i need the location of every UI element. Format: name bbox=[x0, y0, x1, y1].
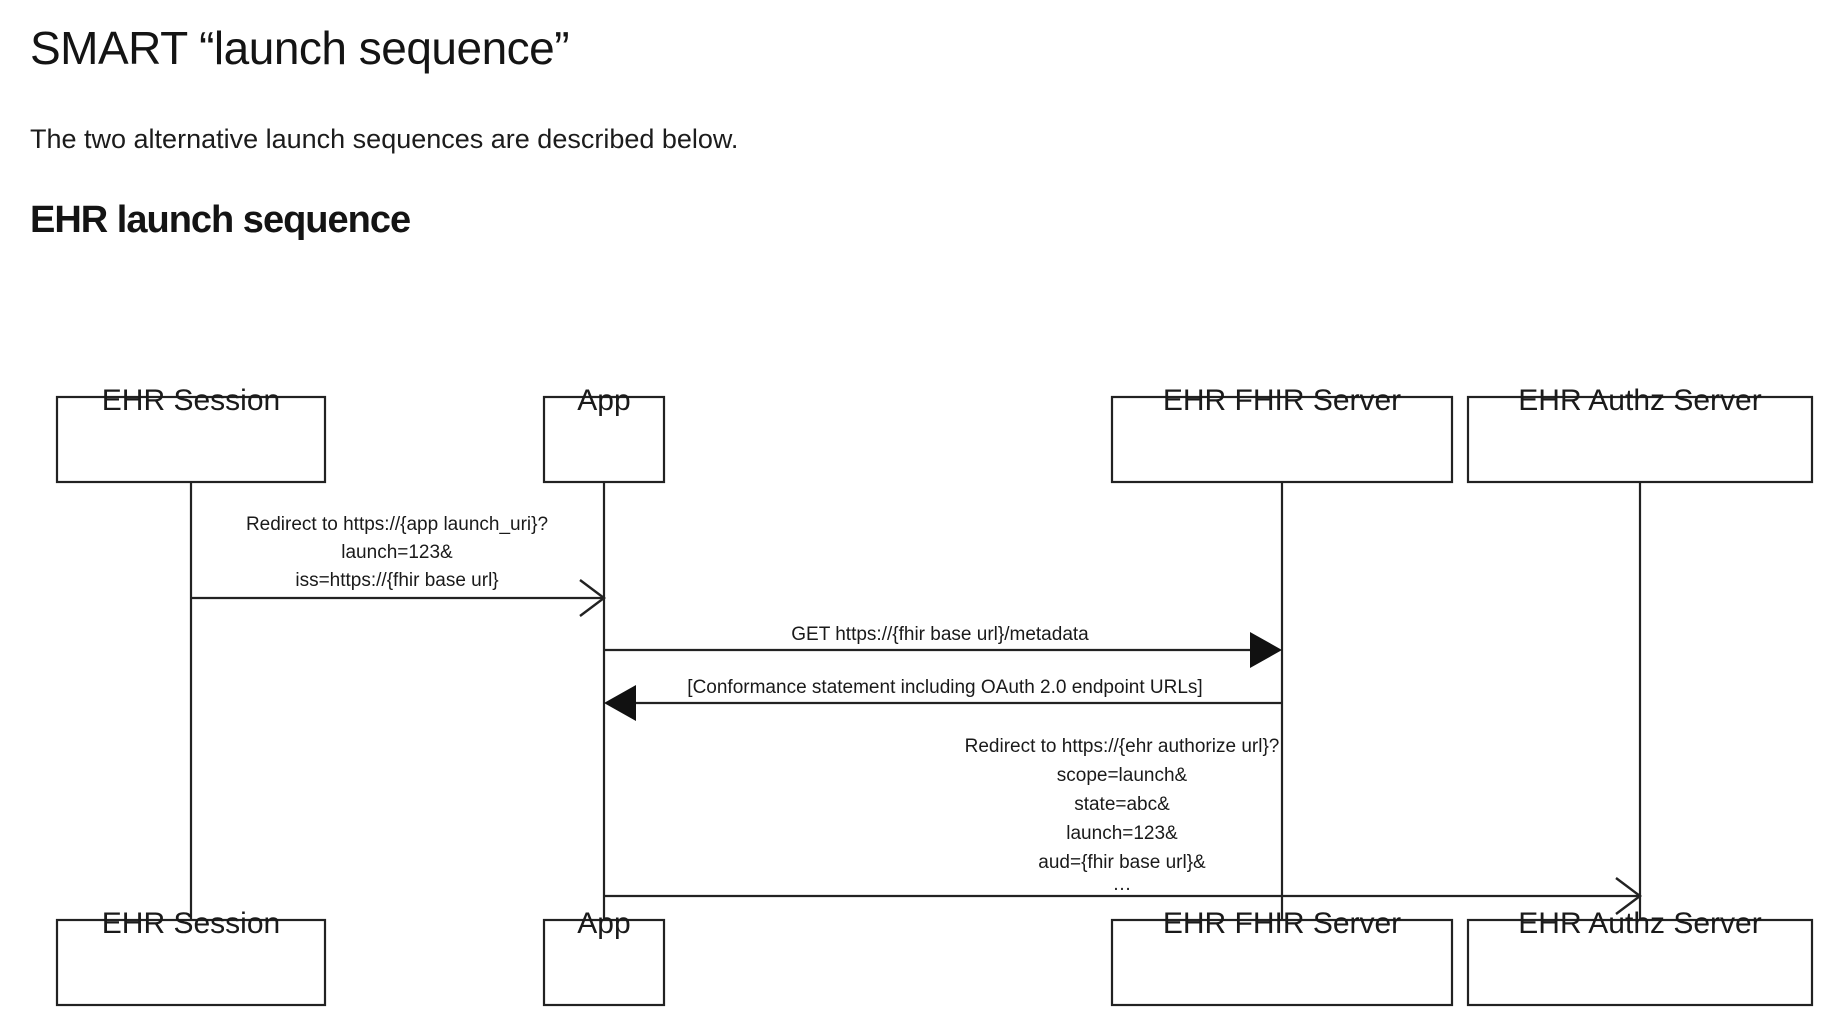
message-4-line-5: aud={fhir base url}& bbox=[1038, 852, 1206, 873]
message-2-app-to-ehr-fhir-server: GET https://{fhir base url}/metadata bbox=[604, 624, 1282, 668]
section-heading-ehr-launch-sequence: EHR launch sequence bbox=[30, 199, 411, 242]
message-4-line-1: Redirect to https://{ehr authorize url}? bbox=[965, 736, 1280, 757]
participant-box-ehr-authz-server-top: EHR Authz Server bbox=[1466, 384, 1814, 484]
arrowhead-solid-right-icon bbox=[1250, 632, 1282, 668]
participant-label-ehr-session-top: EHR Session bbox=[102, 384, 280, 417]
intro-paragraph: The two alternative launch sequences are… bbox=[30, 123, 739, 154]
message-1-line-3: iss=https://{fhir base url} bbox=[295, 570, 498, 591]
arrowhead-open-right-icon bbox=[579, 579, 606, 617]
message-3-ehr-fhir-server-to-app: [Conformance statement including OAuth 2… bbox=[604, 677, 1282, 721]
page-title: SMART “launch sequence” bbox=[30, 22, 570, 74]
arrowhead-open-right-icon-2 bbox=[1615, 877, 1642, 915]
participant-label-app-top: App bbox=[577, 384, 630, 417]
arrowhead-solid-left-icon bbox=[604, 685, 636, 721]
participant-label-ehr-fhir-server-bottom: EHR FHIR Server bbox=[1163, 907, 1401, 940]
participant-label-app-bottom: App bbox=[577, 907, 630, 940]
participant-box-app-bottom: App bbox=[542, 907, 666, 1007]
message-4-app-to-ehr-authz-server: Redirect to https://{ehr authorize url}?… bbox=[604, 736, 1642, 915]
participant-label-ehr-authz-server-bottom: EHR Authz Server bbox=[1518, 907, 1761, 940]
participant-label-ehr-fhir-server-top: EHR FHIR Server bbox=[1163, 384, 1401, 417]
participant-box-app-top: App bbox=[542, 384, 666, 484]
message-2-line-1: GET https://{fhir base url}/metadata bbox=[791, 624, 1089, 645]
participant-box-ehr-fhir-server-bottom: EHR FHIR Server bbox=[1110, 907, 1454, 1007]
document-content: SMART “launch sequence” The two alternat… bbox=[30, 0, 1810, 243]
message-1-ehr-session-to-app: Redirect to https://{app launch_uri}? la… bbox=[191, 514, 606, 617]
participant-box-ehr-authz-server-bottom: EHR Authz Server bbox=[1466, 907, 1814, 1007]
participant-box-ehr-session-top: EHR Session bbox=[55, 384, 327, 484]
participant-box-ehr-session-bottom: EHR Session bbox=[55, 907, 327, 1007]
message-4-line-3: state=abc& bbox=[1074, 794, 1170, 815]
participant-box-ehr-fhir-server-top: EHR FHIR Server bbox=[1110, 384, 1454, 484]
participant-label-ehr-session-bottom: EHR Session bbox=[102, 907, 280, 940]
message-1-line-1: Redirect to https://{app launch_uri}? bbox=[246, 514, 548, 535]
message-1-line-2: launch=123& bbox=[341, 542, 453, 563]
message-4-line-4: launch=123& bbox=[1066, 823, 1178, 844]
message-4-line-2: scope=launch& bbox=[1057, 765, 1188, 786]
participant-label-ehr-authz-server-top: EHR Authz Server bbox=[1518, 384, 1761, 417]
message-4-line-6: … bbox=[1113, 874, 1132, 895]
message-3-line-1: [Conformance statement including OAuth 2… bbox=[687, 677, 1202, 698]
